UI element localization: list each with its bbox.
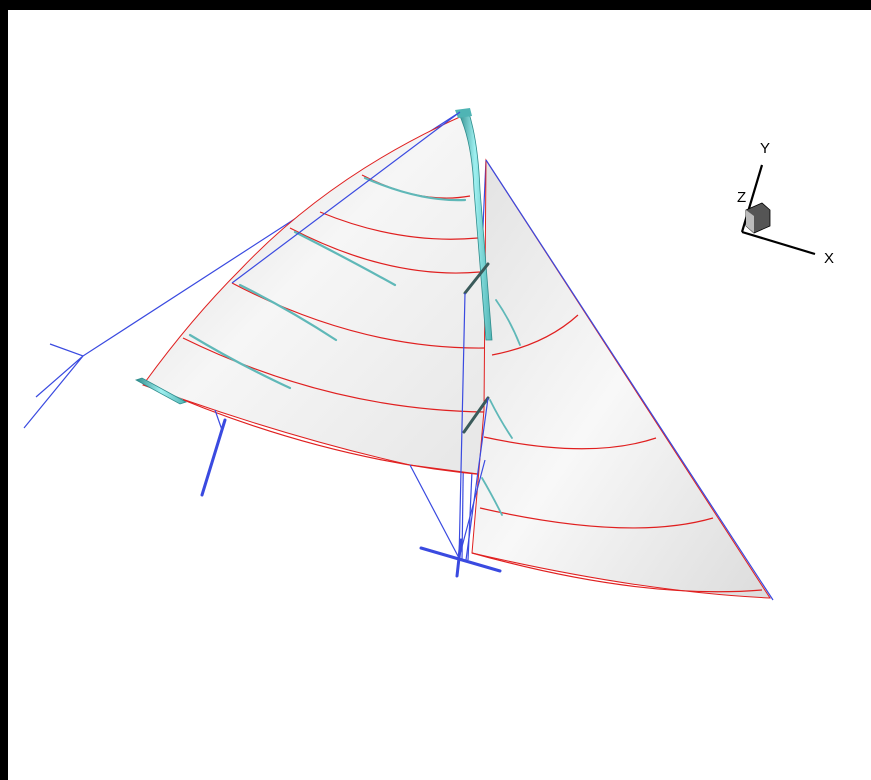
stripe-line xyxy=(154,387,487,476)
stripe-line xyxy=(182,337,486,413)
x-axis-line xyxy=(741,230,816,256)
stripe-line xyxy=(479,507,714,529)
spreader-upper xyxy=(463,262,490,295)
jib-sail-tufts xyxy=(481,299,521,516)
vang-post xyxy=(200,418,227,497)
stripe-line xyxy=(483,436,657,450)
sail-scene: Y X Z xyxy=(23,108,834,601)
boom xyxy=(135,377,187,405)
mast-top xyxy=(455,108,472,118)
tuft-line xyxy=(481,477,503,516)
forestay-upper xyxy=(231,111,461,284)
z-axis-cube-face xyxy=(746,210,754,233)
boom-vang xyxy=(214,409,223,431)
jib-sail-stripes xyxy=(471,314,763,593)
tuft-line xyxy=(238,283,338,342)
spreaders xyxy=(462,262,490,434)
y-axis-line xyxy=(740,164,764,233)
main-sail xyxy=(142,115,489,476)
base-cross-2 xyxy=(455,538,463,578)
tuft-line xyxy=(495,299,521,346)
rigging-front xyxy=(214,111,774,601)
stripe-line xyxy=(491,314,579,356)
y-axis-label: Y xyxy=(760,140,770,157)
base-rig xyxy=(200,418,502,578)
render-viewport[interactable]: Y X Z xyxy=(8,10,871,780)
spreader-lower xyxy=(462,396,490,434)
tuft-line xyxy=(489,399,513,439)
base-cross-1 xyxy=(419,546,502,573)
tuft-line xyxy=(363,176,467,202)
jib-sail-surface xyxy=(471,158,771,599)
x-axis-label: X xyxy=(824,250,834,267)
tuft-line xyxy=(188,333,292,390)
stripe-line xyxy=(319,211,479,240)
axis-triad: Y X Z xyxy=(737,140,834,267)
main-sail-tufts xyxy=(146,176,467,402)
z-axis-label: Z xyxy=(737,189,746,206)
jib-sail xyxy=(471,158,771,599)
jib-leech-stay xyxy=(485,159,774,601)
stripe-line xyxy=(471,552,763,593)
boom-body xyxy=(135,377,187,405)
stripe-line xyxy=(289,227,481,274)
tuft-line xyxy=(293,230,397,287)
main-sail-surface xyxy=(142,115,489,476)
mast-front-stay xyxy=(458,292,489,561)
